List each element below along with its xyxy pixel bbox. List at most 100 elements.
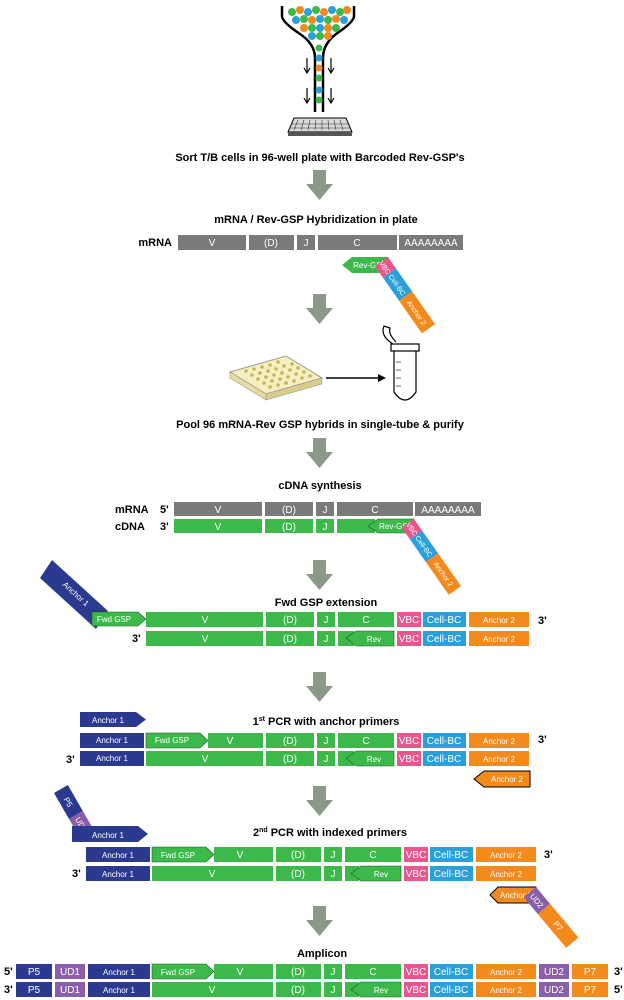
segment-rev: Rev bbox=[367, 635, 381, 644]
segment-j: J bbox=[324, 615, 329, 626]
segment-p7: P7 bbox=[584, 967, 597, 978]
transfer-arrow bbox=[326, 374, 386, 382]
end-3prime: 3' bbox=[66, 754, 75, 766]
indexed-fwd-primer: P5 UD1 Anchor 1 bbox=[54, 785, 148, 842]
segment-cell-bc: Cell-BC bbox=[434, 967, 468, 978]
segment-ud1: UD1 bbox=[60, 985, 80, 996]
segment-cell-bc: Cell-BC bbox=[434, 985, 468, 996]
segment-vbc: VBC bbox=[406, 985, 427, 996]
segment-anchor2: Anchor 2 bbox=[490, 870, 523, 879]
segment-j: J bbox=[331, 967, 336, 978]
segment-anchor1: Anchor 1 bbox=[103, 986, 136, 995]
anchor1-fwd-primer: Anchor 1 bbox=[80, 712, 146, 727]
segment-v: V bbox=[202, 615, 209, 626]
segment-d: (D) bbox=[291, 850, 305, 861]
fwd-gsp-label: Fwd GSP bbox=[97, 615, 131, 624]
segment-cell-bc: Cell-BC bbox=[427, 615, 461, 626]
segment-v: V bbox=[202, 754, 209, 765]
amplicon-bottom-5prime: 5' bbox=[614, 984, 623, 996]
segment-fwd-gsp: Fwd GSP bbox=[161, 968, 195, 977]
segment-polya: AAAAAAAA bbox=[404, 238, 458, 249]
segment-ud2: UD2 bbox=[544, 985, 564, 996]
segment-j: J bbox=[323, 522, 328, 533]
step5-title: Fwd GSP extension bbox=[275, 597, 378, 609]
segment-cell-bc: Cell-BC bbox=[434, 850, 468, 861]
end-3prime: 3' bbox=[72, 868, 81, 880]
segment-polya: AAAAAAAA bbox=[421, 505, 475, 516]
segment-rev: Rev bbox=[374, 986, 388, 995]
anchor2-label: Anchor 2 bbox=[500, 891, 533, 900]
amplicon-top-3prime: 3' bbox=[614, 966, 623, 978]
cdna-strand: V (D) J Rev-GSP VBC Cell-BC Anchor 2 bbox=[174, 518, 462, 595]
segment-fwd-gsp: Fwd GSP bbox=[161, 851, 195, 860]
segment-vbc: VBC bbox=[406, 869, 427, 880]
anchor1-label: Anchor 1 bbox=[92, 831, 125, 840]
segment-ud1: UD1 bbox=[60, 967, 80, 978]
mrna-strand: V (D) J C AAAAAAAA bbox=[178, 235, 463, 250]
segment-anchor1: Anchor 1 bbox=[102, 870, 135, 879]
segment-anchor1: Anchor 1 bbox=[96, 754, 129, 763]
segment-j: J bbox=[331, 985, 336, 996]
segment-c: C bbox=[371, 505, 378, 516]
segment-v: V bbox=[227, 736, 234, 747]
segment-c: C bbox=[369, 850, 376, 861]
amplicon-top-strand: P5 UD1 Anchor 1 Fwd GSP V (D) J C VBC Ce… bbox=[16, 963, 608, 980]
pcr2-top-strand: Anchor 1 Fwd GSP V (D) J C VBC Cell-BC A… bbox=[86, 846, 536, 863]
flow-arrow-1 bbox=[306, 170, 333, 200]
segment-j: J bbox=[331, 869, 336, 880]
anchor2-primer-label: Anchor 2 bbox=[491, 775, 524, 784]
segment-c: C bbox=[369, 967, 376, 978]
amplicon-top-5prime: 5' bbox=[4, 966, 13, 978]
segment-vbc: VBC bbox=[399, 615, 420, 626]
anchor2-rev-primer: Anchor 2 bbox=[473, 770, 531, 788]
step3-caption: Pool 96 mRNA-Rev GSP hybrids in single-t… bbox=[176, 419, 465, 431]
segment-anchor2: Anchor 2 bbox=[483, 635, 516, 644]
segment-d: (D) bbox=[291, 967, 305, 978]
tube-icon bbox=[382, 325, 420, 401]
end-3prime: 3' bbox=[544, 849, 553, 861]
segment-d: (D) bbox=[283, 736, 297, 747]
cell-droplets bbox=[288, 6, 351, 104]
segment-c: C bbox=[362, 736, 369, 747]
segment-cell-bc: Cell-BC bbox=[427, 736, 461, 747]
segment-j: J bbox=[304, 238, 309, 249]
segment-d: (D) bbox=[291, 869, 305, 880]
segment-cell-bc: Cell-BC bbox=[427, 634, 461, 645]
segment-d: (D) bbox=[264, 238, 278, 249]
flow-arrow-7 bbox=[306, 906, 333, 936]
amplicon-bottom-3prime: 3' bbox=[4, 984, 13, 996]
segment-anchor1: Anchor 1 bbox=[102, 851, 135, 860]
step1-caption: Sort T/B cells in 96-well plate with Bar… bbox=[175, 152, 464, 164]
indexed-rev-primer: Anchor 2 UD2 P7 bbox=[489, 886, 579, 948]
segment-j: J bbox=[324, 736, 329, 747]
segment-vbc: VBC bbox=[406, 850, 427, 861]
segment-p7: P7 bbox=[584, 985, 597, 996]
pcr1-top-strand: Anchor 1 Fwd GSP V (D) J C VBC Cell-BC A… bbox=[80, 732, 529, 749]
segment-d: (D) bbox=[283, 615, 297, 626]
flow-arrow-3 bbox=[306, 438, 333, 468]
cdna-3prime: 3' bbox=[160, 521, 169, 533]
step4-title: cDNA synthesis bbox=[278, 480, 361, 492]
segment-v: V bbox=[209, 238, 216, 249]
anchor1-primer-label: Anchor 1 bbox=[92, 716, 125, 725]
segment-d: (D) bbox=[283, 634, 297, 645]
cdna-step-mrna-label: mRNA bbox=[115, 504, 149, 516]
cdna-label: cDNA bbox=[115, 521, 145, 533]
96-well-plate-icon bbox=[287, 117, 353, 136]
segment-ud2: UD2 bbox=[544, 967, 564, 978]
cell-sorter-illustration bbox=[280, 6, 356, 136]
segment-j: J bbox=[324, 634, 329, 645]
segment-v: V bbox=[202, 634, 209, 645]
flow-arrow-2 bbox=[306, 294, 333, 324]
segment-v: V bbox=[215, 522, 222, 533]
end-3prime: 3' bbox=[538, 734, 547, 746]
segment-j: J bbox=[331, 850, 336, 861]
flow-arrow-6 bbox=[306, 786, 333, 816]
cdna-mrna-strand: V (D) J C AAAAAAAA bbox=[174, 502, 481, 516]
segment-cell-bc: Cell-BC bbox=[434, 869, 468, 880]
segment-vbc: VBC bbox=[406, 967, 427, 978]
segment-c: C bbox=[353, 238, 360, 249]
segment-vbc: VBC bbox=[399, 754, 420, 765]
amplicon-bottom-strand: P5 UD1 Anchor 1 V (D) J Rev VBC Cell-BC … bbox=[16, 981, 608, 998]
